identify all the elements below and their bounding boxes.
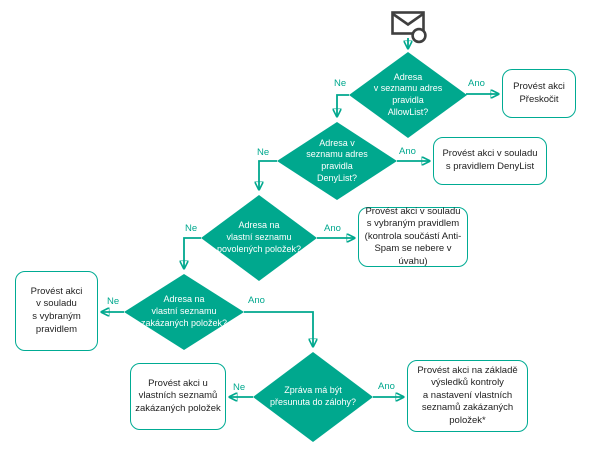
connector-denylist-no <box>259 160 277 189</box>
connector-allowlist-no <box>337 94 349 116</box>
edge-label-allowlist-no: Ne <box>334 78 347 89</box>
edge-label-allowlist-yes: Ano <box>468 78 485 89</box>
envelope-badge-circle <box>411 27 427 44</box>
edge-label-custom-allowed-no: Ne <box>185 223 198 234</box>
connector-custom-allowed-no <box>184 237 201 268</box>
decision-move-to-backup-label: Zpráva má být přesunuta do zálohy? <box>269 385 357 407</box>
decision-custom-allowed-list: Adresa na vlastní seznamu povolených pol… <box>201 195 317 281</box>
action-skip: Provést akci Přeskočit <box>502 69 576 118</box>
action-scan-results: Provést akci na základě výsledků kontrol… <box>407 360 528 432</box>
decision-custom-blocked-list: Adresa na vlastní seznamu zakázaných pol… <box>124 274 244 350</box>
action-selected-rule: Provést akci v souladu s vybraným pravid… <box>15 271 98 351</box>
decision-custom-allowed-label: Adresa na vlastní seznamu povolených pol… <box>216 220 302 254</box>
decision-denylist-label: Adresa v seznamu adres pravidla DenyList… <box>306 137 368 183</box>
action-custom-blocklists: Provést akci u vlastních seznamů zakázan… <box>130 363 226 430</box>
decision-move-to-backup: Zpráva má být přesunuta do zálohy? <box>253 352 373 442</box>
edge-label-custom-blocked-no: Ne <box>107 296 120 307</box>
email-message-icon <box>391 11 427 44</box>
decision-allowlist-label: Adresa v seznamu adres pravidla AllowLis… <box>373 71 443 117</box>
action-denylist-rule: Provést akci v souladu s pravidlem DenyL… <box>433 137 547 185</box>
edge-label-custom-blocked-yes: Ano <box>248 295 265 306</box>
edge-label-custom-allowed-yes: Ano <box>324 223 341 234</box>
decision-denylist: Adresa v seznamu adres pravidla DenyList… <box>277 122 397 200</box>
edge-label-backup-yes: Ano <box>378 381 395 392</box>
edge-label-denylist-no: Ne <box>257 147 270 158</box>
edge-label-backup-no: Ne <box>233 382 246 393</box>
decision-custom-blocked-label: Adresa na vlastní seznamu zakázaných pol… <box>140 294 228 328</box>
action-selected-rule-antispam-note: Provést akci v souladu s vybraným pravid… <box>358 206 468 267</box>
edge-label-denylist-yes: Ano <box>399 146 416 157</box>
decision-allowlist: Adresa v seznamu adres pravidla AllowLis… <box>349 52 467 138</box>
envelope-flap <box>392 12 424 27</box>
connector-custom-blocked-yes <box>244 311 313 346</box>
